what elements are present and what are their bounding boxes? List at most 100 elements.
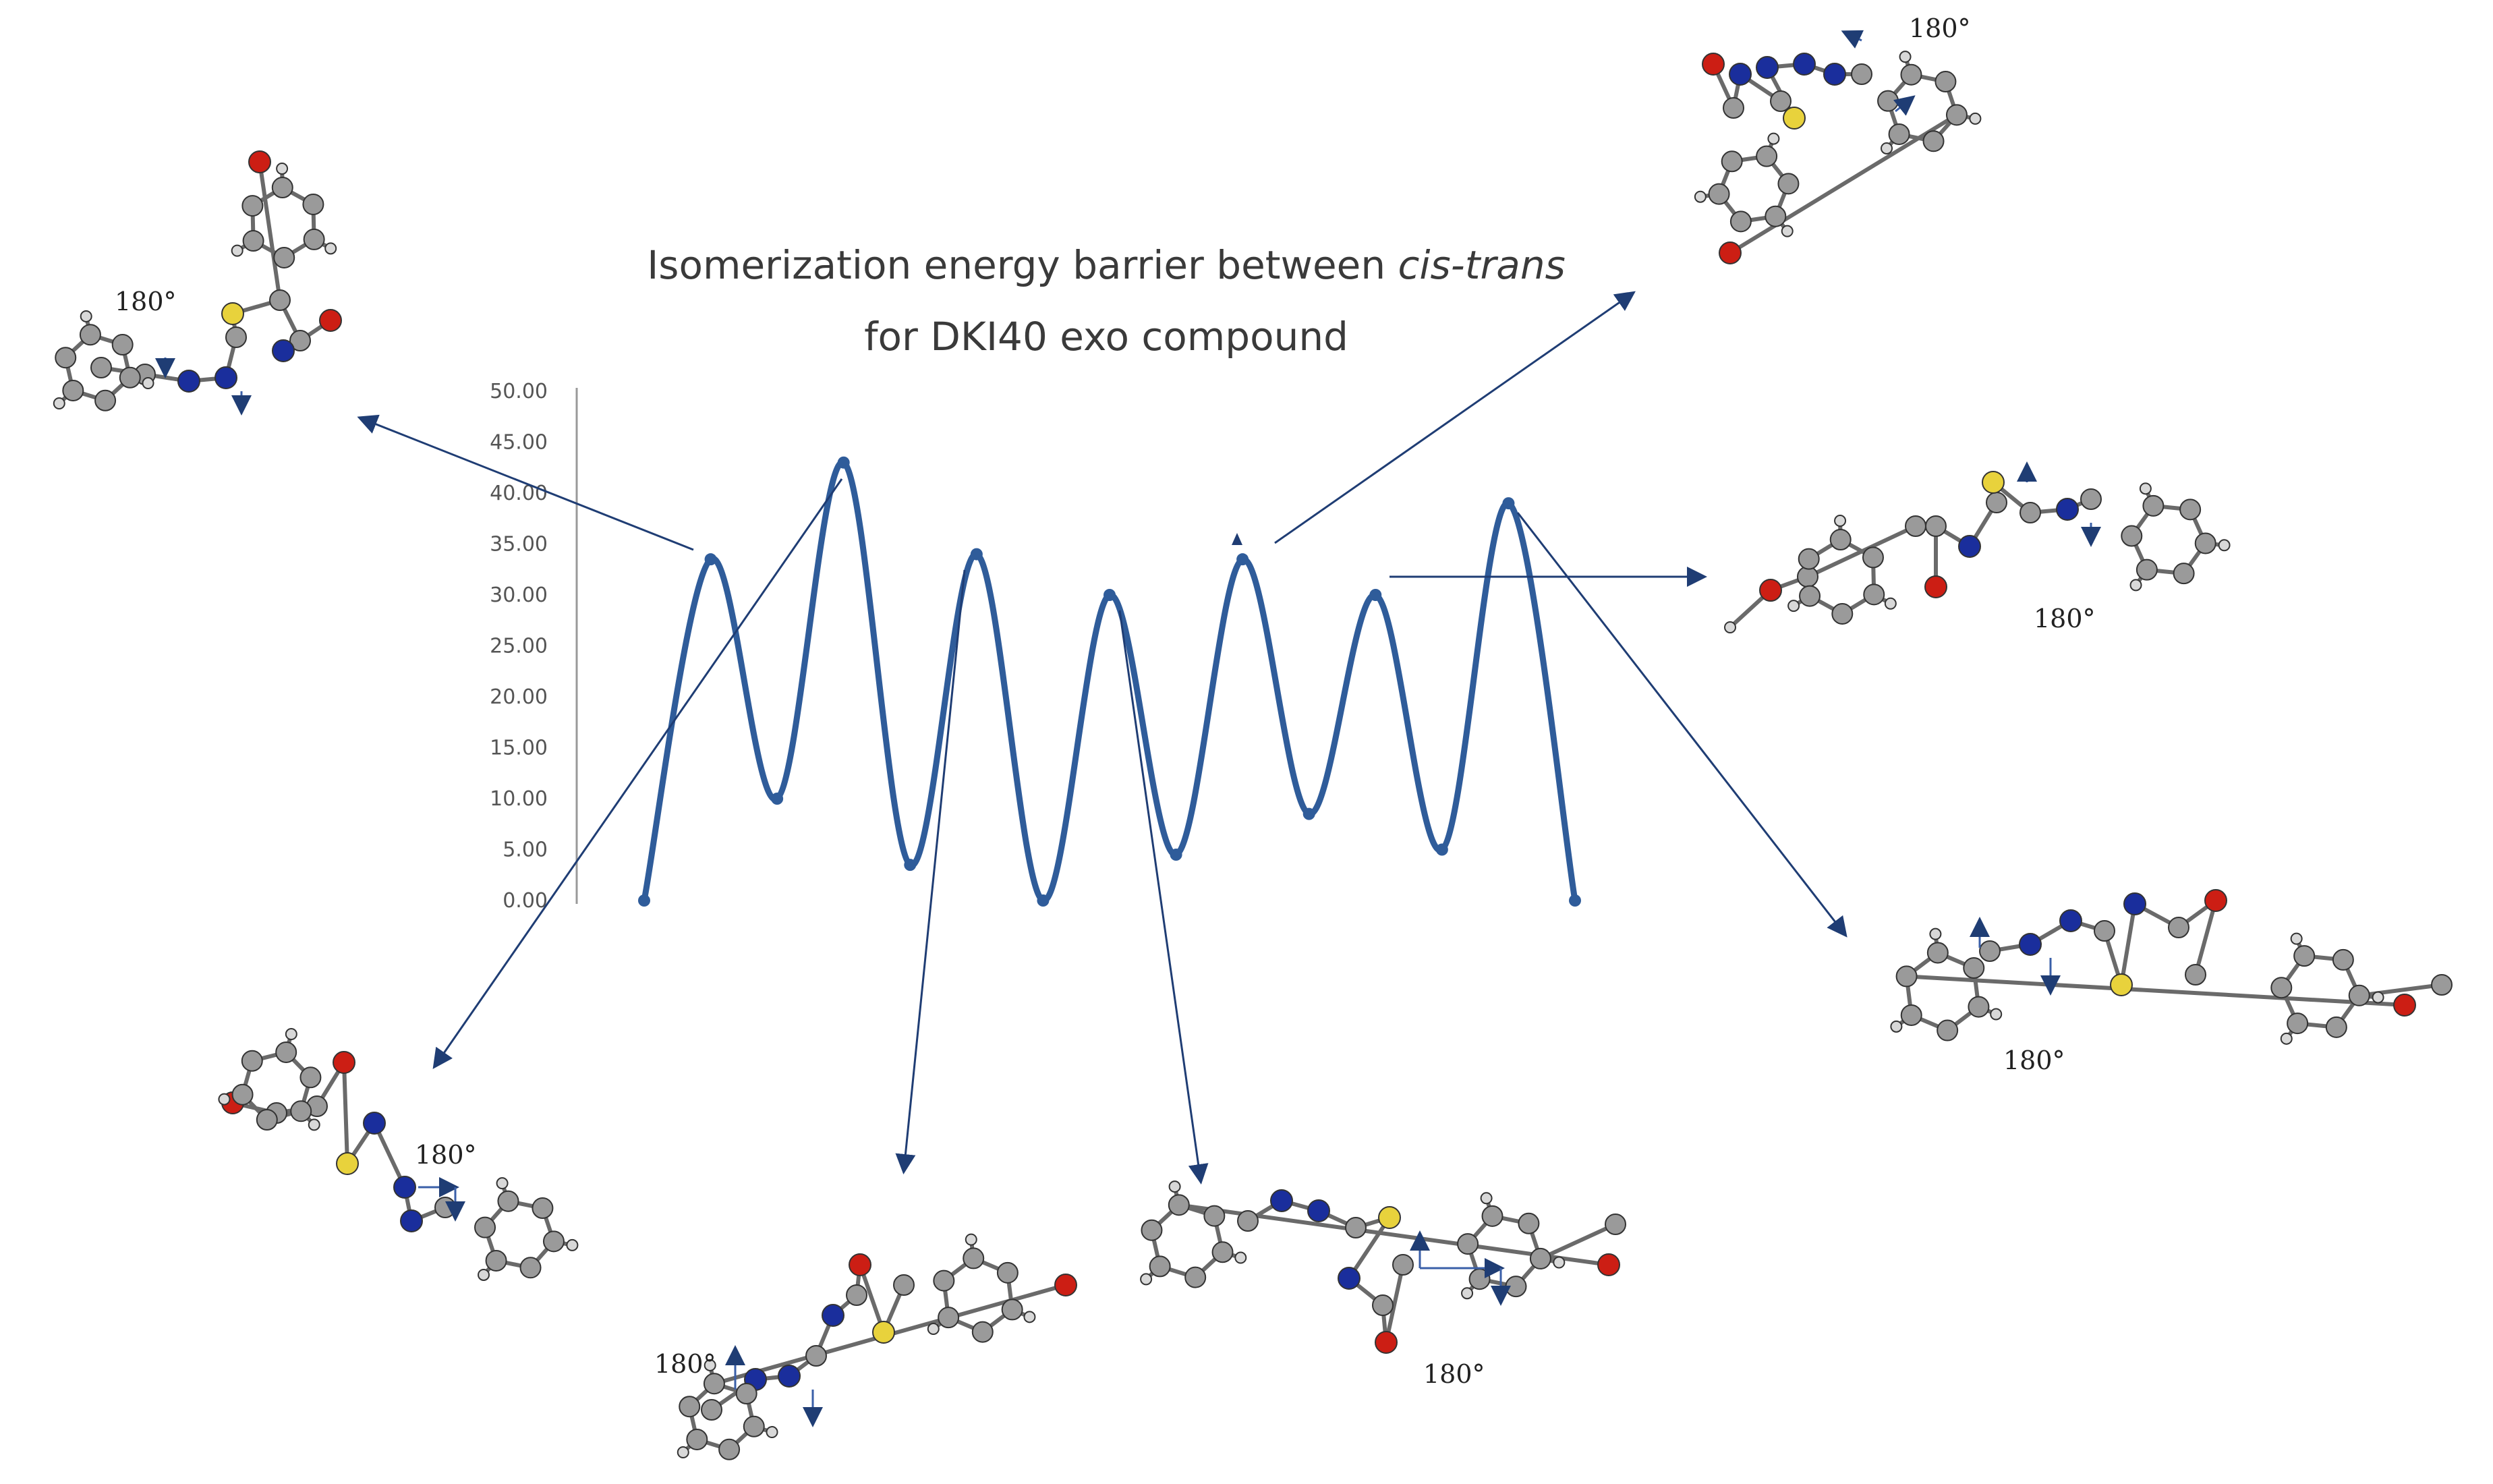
- atom: [1799, 585, 1821, 607]
- atom: [1888, 123, 1910, 145]
- energy-point: [1037, 894, 1050, 907]
- atom: [142, 377, 154, 390]
- rotation-label-bottom-left: 180°: [415, 1140, 477, 1170]
- diagram-title: Isomerization energy barrier between cis…: [607, 229, 1605, 372]
- atom: [2121, 525, 2143, 547]
- atom: [2431, 974, 2453, 996]
- energy-point: [1104, 589, 1116, 601]
- atom: [1765, 205, 1787, 227]
- atom: [1798, 548, 1820, 570]
- atom: [478, 1268, 490, 1281]
- energy-point: [837, 456, 850, 469]
- atom: [1203, 1205, 1226, 1227]
- atom: [519, 1257, 542, 1279]
- atom: [308, 1118, 320, 1131]
- atom: [434, 1197, 456, 1218]
- atom: [679, 1396, 701, 1418]
- atom: [849, 1253, 871, 1276]
- atom: [1900, 63, 1922, 86]
- atom: [996, 1261, 1019, 1284]
- energy-point: [1236, 553, 1249, 566]
- atom: [1168, 1194, 1190, 1216]
- atom: [1719, 241, 1742, 264]
- atom: [1168, 1180, 1181, 1193]
- atom: [2080, 488, 2102, 510]
- atom: [1721, 150, 1743, 173]
- arrow-to-bottom-center-left: [895, 569, 966, 1174]
- atom: [273, 246, 295, 268]
- bond: [2359, 983, 2442, 998]
- atom: [1270, 1189, 1293, 1212]
- atom: [1905, 515, 1926, 537]
- atom: [2019, 933, 2042, 956]
- atom: [1708, 183, 1730, 205]
- atom: [177, 370, 200, 393]
- atom: [1969, 112, 1982, 125]
- atom: [62, 379, 84, 401]
- title-line-1: Isomerization energy barrier between cis…: [647, 242, 1566, 288]
- atom: [2290, 932, 2303, 945]
- atom: [111, 334, 134, 356]
- molecules: [53, 30, 2453, 1460]
- atom: [2393, 994, 2416, 1017]
- molecule-top-left: [53, 150, 342, 416]
- atom: [1001, 1298, 1023, 1321]
- atom: [119, 366, 141, 389]
- atom: [1881, 142, 1893, 154]
- atom: [241, 195, 264, 217]
- atom: [1777, 173, 1800, 195]
- atom: [893, 1274, 915, 1296]
- bond: [858, 1264, 886, 1333]
- atom: [1378, 1206, 1401, 1229]
- atom: [1945, 104, 1968, 126]
- atom: [79, 324, 101, 346]
- arrow-to-top-right: [1274, 291, 1636, 544]
- atom: [677, 1446, 689, 1459]
- atom: [276, 163, 289, 175]
- atom: [1518, 1212, 1540, 1234]
- y-tick-label: 45.00: [490, 431, 548, 455]
- energy-chart: 50.0045.0040.0035.0030.0025.0020.0015.00…: [490, 380, 1581, 913]
- atom: [1829, 529, 1852, 551]
- atom: [1862, 546, 1884, 569]
- atom: [1505, 1276, 1527, 1298]
- atom: [1481, 1205, 1503, 1227]
- energy-curve: [641, 459, 1578, 904]
- atom: [53, 397, 65, 410]
- atom: [2123, 892, 2146, 915]
- atom: [1372, 1294, 1394, 1316]
- atom: [289, 330, 311, 351]
- y-tick-label: 5.00: [503, 838, 548, 862]
- atom: [1979, 940, 2001, 962]
- atom: [2094, 920, 2115, 942]
- y-tick-label: 30.00: [490, 583, 548, 607]
- energy-point: [1569, 894, 1581, 907]
- atom: [701, 1399, 722, 1421]
- atom: [221, 302, 244, 325]
- atom: [1834, 515, 1847, 527]
- rotation-label-bottom-right: 180°: [2003, 1046, 2065, 1075]
- atom: [1694, 190, 1707, 203]
- atom: [1756, 145, 1778, 167]
- atom: [496, 1177, 509, 1190]
- atom: [1375, 1331, 1398, 1354]
- atom: [1723, 97, 1744, 119]
- energy-point: [1170, 849, 1182, 861]
- atom: [218, 1093, 231, 1106]
- atom: [704, 1359, 716, 1371]
- atom: [1724, 621, 1736, 633]
- atom: [302, 193, 324, 215]
- atom: [2129, 579, 2142, 592]
- atom: [1468, 1268, 1491, 1290]
- atom: [2173, 563, 2195, 585]
- atom: [1823, 63, 1846, 86]
- atom: [2168, 917, 2189, 938]
- energy-point: [970, 548, 983, 561]
- atom: [1924, 575, 1947, 598]
- atom: [1963, 957, 1985, 979]
- atom: [1149, 1255, 1171, 1278]
- atom: [2325, 1016, 2347, 1038]
- arrow-to-top-left: [357, 414, 694, 551]
- molecule-mid-right: [1724, 461, 2231, 633]
